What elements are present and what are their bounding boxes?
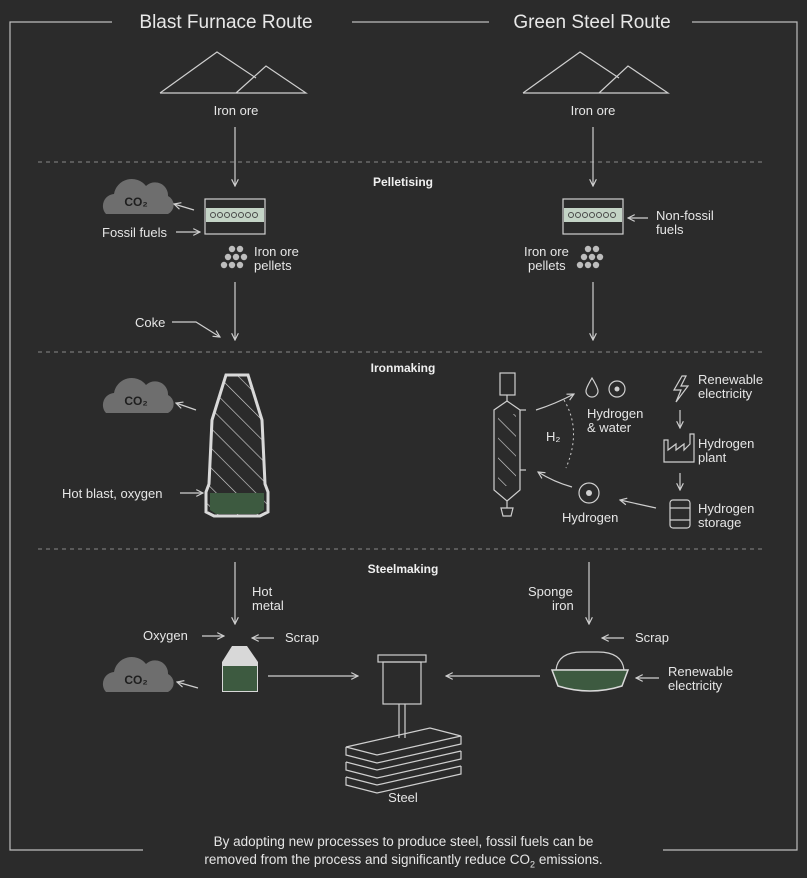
hydrogen-water-label-line2: & water — [587, 420, 632, 435]
arrow-to-co2-steelmaking — [177, 682, 199, 689]
pelletiser-icon-left — [204, 198, 266, 235]
scrap-label-left: Scrap — [285, 630, 319, 645]
mountain-icon-right — [522, 51, 670, 94]
footer-caption: By adopting new processes to produce ste… — [150, 833, 657, 874]
hydrogen-atom-icon-lower — [578, 482, 600, 504]
non-fossil-fuels-label-line2: fuels — [656, 222, 684, 237]
sponge-iron-label-line1: Sponge — [528, 584, 573, 599]
renewable-electricity-label-steelmaking-line2: electricity — [668, 678, 723, 693]
co2-cloud-icon-pelletising: CO₂ — [102, 178, 174, 214]
hydrogen-atom-icon — [608, 380, 626, 398]
steel-label: Steel — [388, 790, 418, 805]
pelletiser-icon-right — [562, 198, 624, 235]
hot-metal-label-line1: Hot — [252, 584, 273, 599]
co2-cloud-icon-steelmaking: CO₂ — [102, 656, 174, 692]
arrow-hydrogen-to-shaft — [538, 472, 573, 488]
sponge-iron-label-line2: iron — [552, 598, 574, 613]
outer-frame — [9, 21, 798, 851]
renewable-electricity-label-ironmaking-line1: Renewable — [698, 372, 763, 387]
footer-subscript: 2 — [530, 859, 536, 870]
arrow-coke — [172, 321, 220, 337]
renewable-electricity-label-steelmaking-line1: Renewable — [668, 664, 733, 679]
pellets-icon-left — [220, 245, 248, 269]
hydrogen-plant-label-line1: Hydrogen — [698, 436, 754, 451]
hydrogen-storage-label-line1: Hydrogen — [698, 501, 754, 516]
stage-ironmaking: Ironmaking — [371, 361, 436, 375]
dri-shaft-icon — [493, 372, 526, 517]
arrow-shaft-to-hydrogen-water — [535, 394, 574, 411]
hydrogen-plant-label-line2: plant — [698, 450, 727, 465]
blast-furnace-route-title: Blast Furnace Route — [139, 12, 312, 33]
svg-text:CO₂: CO₂ — [124, 673, 147, 687]
water-drop-icon — [585, 376, 599, 398]
pellets-label-left-line2: pellets — [254, 258, 292, 273]
footer-line-2-pre: removed from the process and significant… — [204, 852, 531, 867]
steel-plates-icon — [345, 727, 462, 794]
arrow-to-co2-pelletising — [174, 204, 195, 211]
co2-cloud-icon-ironmaking: CO₂ — [102, 377, 174, 413]
svg-text:CO₂: CO₂ — [124, 394, 147, 408]
pellets-icon-right — [576, 245, 604, 269]
electric-arc-furnace-icon — [550, 651, 630, 692]
blast-furnace-icon — [204, 373, 270, 518]
footer-line-1: By adopting new processes to produce ste… — [213, 834, 594, 849]
hot-metal-label-line2: metal — [252, 598, 284, 613]
fossil-fuels-label: Fossil fuels — [102, 225, 168, 240]
pellets-label-left-line1: Iron ore — [254, 244, 299, 259]
non-fossil-fuels-label-line1: Non-fossil — [656, 208, 714, 223]
h2-label: H₂ — [546, 429, 560, 444]
scrap-label-right: Scrap — [635, 630, 669, 645]
hydrogen-storage-label-line2: storage — [698, 515, 741, 530]
oxygen-label: Oxygen — [143, 628, 188, 643]
ladle-caster-icon — [377, 654, 427, 738]
pellets-label-right-line2: pellets — [528, 258, 566, 273]
converter-icon — [222, 646, 258, 692]
h2-recycle-loop — [563, 399, 575, 469]
pellets-label-right-line1: Iron ore — [524, 244, 569, 259]
coke-label: Coke — [135, 315, 165, 330]
footer-line-2-post: emissions. — [535, 852, 603, 867]
svg-text:CO₂: CO₂ — [124, 195, 147, 209]
green-steel-route-title: Green Steel Route — [513, 12, 670, 33]
arrow-storage-to-hydrogen — [620, 500, 657, 509]
hydrogen-label: Hydrogen — [562, 510, 618, 525]
storage-tank-icon — [669, 499, 691, 529]
hydrogen-water-label-line1: Hydrogen — [587, 406, 643, 421]
iron-ore-label-right: Iron ore — [571, 103, 616, 118]
renewable-electricity-label-ironmaking-line2: electricity — [698, 386, 753, 401]
footer-line-2: removed from the process and significant… — [150, 851, 657, 874]
stage-pelletising: Pelletising — [373, 175, 433, 189]
iron-ore-label-left: Iron ore — [214, 103, 259, 118]
factory-icon — [663, 433, 695, 463]
hot-blast-label: Hot blast, oxygen — [62, 486, 162, 501]
lightning-icon — [672, 375, 690, 403]
stage-steelmaking: Steelmaking — [368, 562, 439, 576]
arrow-to-co2-ironmaking — [176, 403, 197, 411]
mountain-icon-left — [159, 51, 308, 94]
